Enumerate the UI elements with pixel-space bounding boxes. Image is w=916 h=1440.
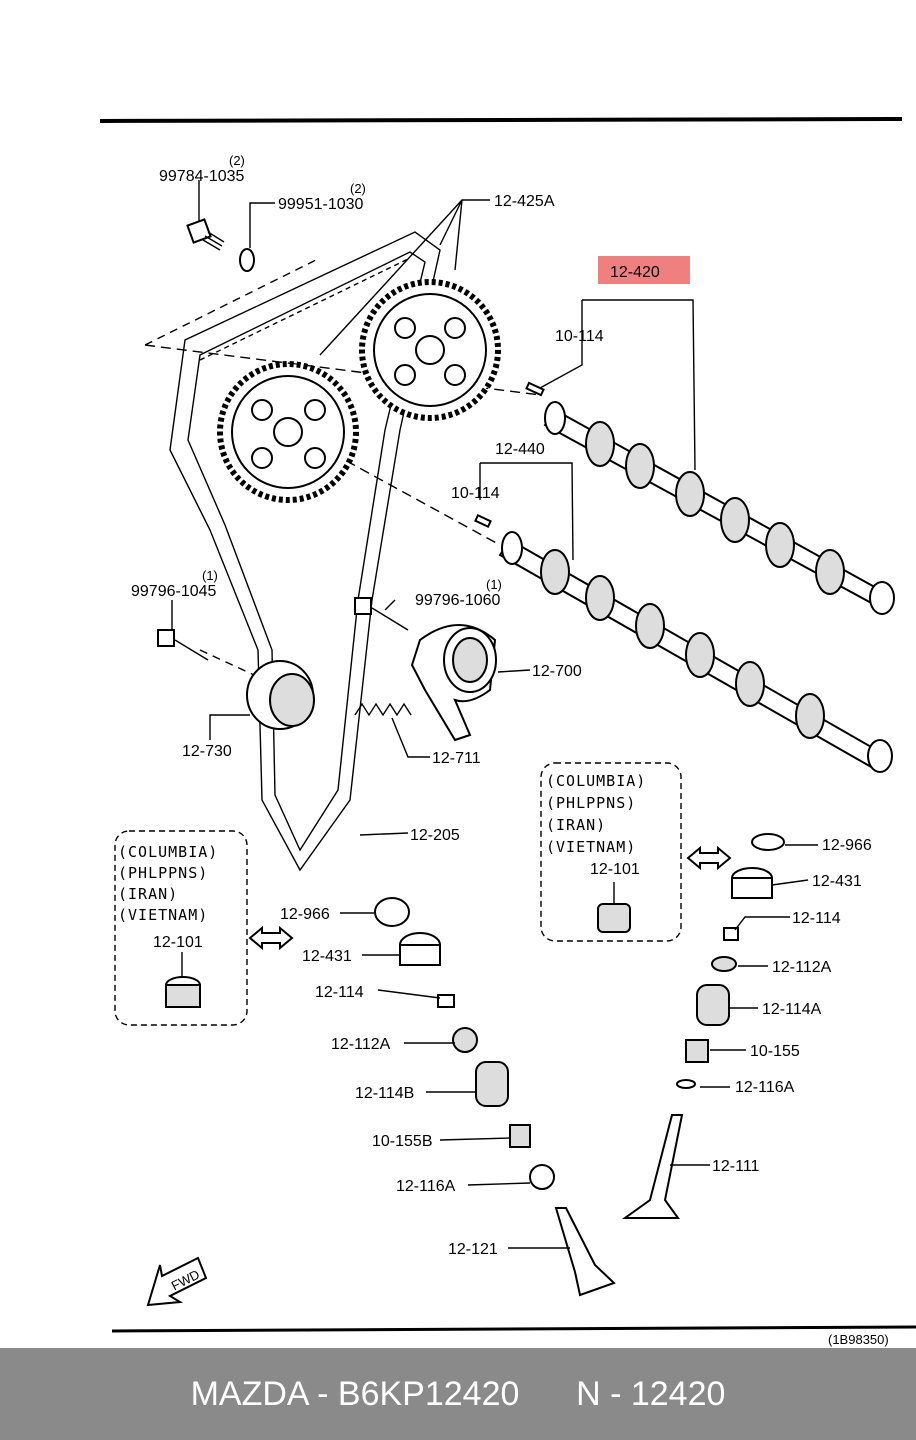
- region-right-2: (IRAN): [546, 816, 606, 834]
- camshaft-upper[interactable]: [543, 401, 895, 615]
- callout-r-spring[interactable]: 12-114A: [762, 1001, 822, 1018]
- seal-right[interactable]: [685, 1039, 709, 1063]
- arrow-right-region: [686, 845, 732, 871]
- callout-camshaft-highlight[interactable]: 12-420: [610, 264, 660, 281]
- seal-left[interactable]: [509, 1124, 531, 1148]
- region-box-right: [540, 762, 682, 942]
- diagram-code: (1B98350): [828, 1332, 889, 1347]
- callout-idler[interactable]: 12-730: [182, 743, 232, 760]
- callout-r-tappet[interactable]: 12-431: [812, 873, 862, 890]
- tensioner[interactable]: [410, 624, 497, 742]
- callout-l-washer[interactable]: 12-116A: [396, 1178, 456, 1195]
- camshaft-pulley-lower[interactable]: [217, 361, 359, 503]
- pin-lower[interactable]: [474, 513, 492, 529]
- callout-bolt-mid[interactable]: 99796-1060: [415, 592, 501, 609]
- callout-l-tappet[interactable]: 12-431: [302, 948, 352, 965]
- callout-r-insert[interactable]: 12-101: [590, 861, 640, 878]
- region-list-left: (COLUMBIA) (PHLPPNS) (IRAN) (VIETNAM): [118, 843, 218, 924]
- bolt-top-qty: (2): [229, 153, 245, 168]
- bolt-left-qty: (1): [202, 568, 218, 583]
- timing-belt[interactable]: [169, 231, 441, 872]
- region-right-0: (COLUMBIA): [546, 772, 646, 790]
- region-list-right: (COLUMBIA) (PHLPPNS) (IRAN) (VIETNAM): [546, 772, 646, 856]
- exploded-parts-diagram: FWD (2) 99784-1035: [99, 117, 916, 1347]
- camshaft-pulley-upper[interactable]: [359, 279, 501, 421]
- valve-spring-right[interactable]: [696, 984, 730, 1026]
- pin-upper[interactable]: [525, 381, 545, 397]
- idler-pulley[interactable]: [246, 660, 315, 730]
- tappet-right[interactable]: [731, 867, 773, 899]
- washer-right[interactable]: [676, 1079, 696, 1089]
- shim-right[interactable]: [751, 833, 785, 851]
- callout-washer-top[interactable]: 99951-1030: [278, 196, 364, 213]
- valve-spring-left[interactable]: [475, 1061, 509, 1107]
- camshaft-lower[interactable]: [498, 531, 893, 773]
- tappet-left[interactable]: [399, 932, 441, 966]
- callout-r-seal[interactable]: 10-155: [750, 1043, 800, 1060]
- region-right-3: (VIETNAM): [546, 838, 636, 856]
- callout-l-key[interactable]: 12-114: [315, 984, 364, 1001]
- top-rule: [99, 117, 903, 123]
- footer-brand-part: MAZDA - B6KP12420: [190, 1374, 520, 1413]
- insert-left[interactable]: [165, 976, 201, 1008]
- arrow-left-region: [248, 925, 294, 951]
- callout-l-insert[interactable]: 12-101: [153, 934, 203, 951]
- insert-right[interactable]: [597, 903, 631, 933]
- washer-top-qty: (2): [350, 181, 366, 196]
- bolt-mid-qty: (1): [486, 577, 502, 592]
- callout-spring[interactable]: 12-711: [432, 750, 481, 767]
- tension-spring[interactable]: [354, 702, 412, 717]
- callout-pin-upper[interactable]: 10-114: [555, 328, 604, 345]
- callout-l-shim[interactable]: 12-966: [280, 906, 330, 923]
- callout-r-key[interactable]: 12-114: [792, 910, 841, 927]
- callout-pulley[interactable]: 12-425A: [494, 193, 555, 210]
- bolt-left[interactable]: [157, 629, 209, 661]
- callout-belt[interactable]: 12-205: [410, 827, 460, 844]
- highlight-box: [598, 256, 690, 284]
- callout-r-washer[interactable]: 12-116A: [735, 1079, 795, 1096]
- footer-gap: [519, 1375, 576, 1414]
- washer-left[interactable]: [529, 1164, 555, 1190]
- bolt-top[interactable]: [186, 218, 225, 251]
- callout-r-shim[interactable]: 12-966: [822, 837, 872, 854]
- callout-bolt-top[interactable]: 99784-1035: [159, 168, 245, 185]
- callout-r-seat[interactable]: 12-112A: [772, 959, 832, 976]
- bottom-rule: [111, 1325, 916, 1333]
- fwd-arrow: FWD: [146, 1256, 208, 1307]
- valve-right[interactable]: [621, 1114, 684, 1219]
- callout-camshaft-lower[interactable]: 12-440: [495, 441, 545, 458]
- callout-labels: (2) 99784-1035 (2) 99951-1030 12-425A 12…: [131, 153, 889, 1347]
- shim-left[interactable]: [374, 897, 410, 927]
- bolt-mid[interactable]: [354, 597, 409, 631]
- region-left-2: (IRAN): [118, 885, 178, 903]
- region-left-0: (COLUMBIA): [118, 843, 218, 861]
- washer-top[interactable]: [239, 248, 255, 272]
- callout-r-valve[interactable]: 12-111: [712, 1158, 760, 1175]
- footer-ref: N - 12420: [576, 1374, 726, 1413]
- callout-l-valve[interactable]: 12-121: [448, 1241, 498, 1258]
- callout-l-spring[interactable]: 12-114B: [355, 1085, 414, 1102]
- callout-bolt-left[interactable]: 99796-1045: [131, 583, 217, 600]
- region-left-3: (VIETNAM): [118, 906, 208, 924]
- leader-lines: [171, 180, 818, 1249]
- valve-left[interactable]: [554, 1207, 616, 1297]
- seat-left[interactable]: [452, 1027, 478, 1053]
- footer-bar: MAZDA - B6KP12420 N - 12420: [0, 1348, 916, 1440]
- callout-l-seat[interactable]: 12-112A: [331, 1036, 391, 1053]
- region-box-left: [114, 830, 248, 1026]
- callout-l-seal[interactable]: 10-155B: [372, 1133, 433, 1150]
- callout-tensioner[interactable]: 12-700: [532, 663, 582, 680]
- region-left-1: (PHLPPNS): [118, 864, 208, 882]
- callout-pin-lower[interactable]: 10-114: [451, 485, 500, 502]
- region-right-1: (PHLPPNS): [546, 794, 636, 812]
- seat-right[interactable]: [711, 956, 737, 972]
- key-right[interactable]: [723, 927, 739, 941]
- key-left[interactable]: [437, 994, 455, 1008]
